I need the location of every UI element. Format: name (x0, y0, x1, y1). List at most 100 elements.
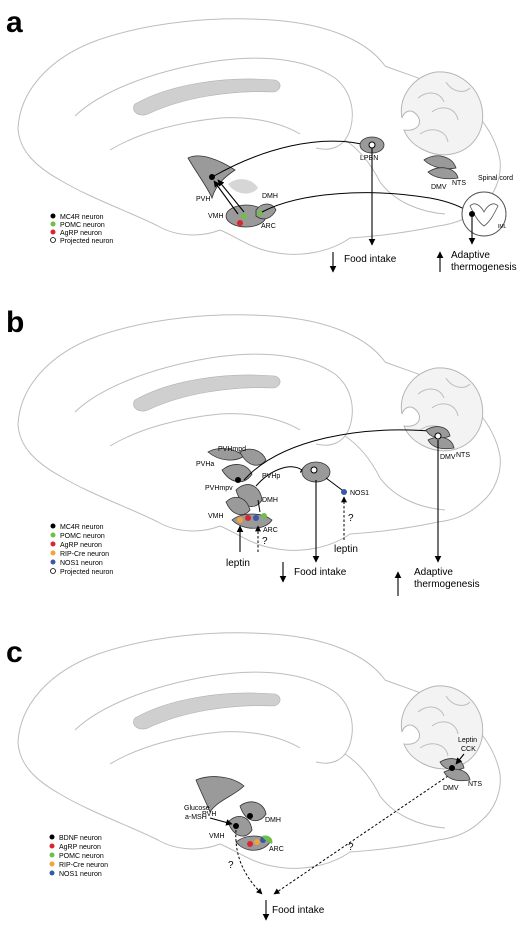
adaptive-label: Adaptive (414, 567, 453, 578)
thermogenesis-label: thermogenesis (414, 579, 480, 590)
agrp-neuron (247, 841, 253, 847)
panel-a-label: a (6, 6, 23, 39)
question-mark: ? (228, 860, 234, 871)
svg-text:BDNF neuron: BDNF neuron (59, 835, 102, 842)
mc4r-neuron (235, 477, 241, 483)
panel-c: c PVH DMH VMH ARC Glucose a-MSH ? ? DMV (6, 632, 501, 921)
vmh-nucleus (225, 496, 251, 516)
arc-label: ARC (261, 223, 276, 230)
svg-text:NOS1 neuron: NOS1 neuron (60, 560, 103, 567)
vmh-label: VMH (208, 213, 224, 220)
question-mark: ? (348, 842, 354, 853)
pvh-nucleus (195, 776, 245, 813)
legend-c: BDNF neuron AgRP neuron POMC neuron RIP-… (49, 834, 108, 878)
pomc-neuron (241, 213, 247, 219)
nts-nucleus (427, 167, 459, 180)
svg-text:Projected neuron: Projected neuron (60, 569, 113, 576)
dmv-nucleus (425, 426, 451, 439)
svg-text:POMC neuron: POMC neuron (60, 222, 105, 229)
svg-text:RIP-Cre neuron: RIP-Cre neuron (60, 551, 109, 558)
bdnf-neuron (247, 813, 253, 819)
food-intake-label: Food intake (344, 254, 397, 265)
glucose-label: Glucose (184, 805, 210, 812)
spinal-cord-label: Spinal cord (478, 175, 513, 182)
pvhmpv-nucleus (221, 464, 253, 483)
svg-text:RIP-Cre neuron: RIP-Cre neuron (59, 862, 108, 869)
svg-text:AgRP neuron: AgRP neuron (60, 230, 102, 237)
projected-neuron (368, 141, 376, 149)
svg-text:AgRP neuron: AgRP neuron (60, 542, 102, 549)
dmh-label: DMH (262, 193, 278, 200)
leptin-hind-label: leptin (334, 544, 358, 555)
bdnf-neuron (449, 765, 455, 771)
bdnf-neuron (233, 823, 239, 829)
nos1-neuron (253, 515, 259, 521)
panel-b-label: b (6, 306, 24, 339)
food-intake-label: Food intake (294, 567, 347, 578)
amsh-label: a-MSH (185, 814, 207, 821)
panel-b: b PVHa PVHmpd PVHp PVHmpv DMH VMH ARC (6, 306, 501, 596)
svg-text:MC4R neuron: MC4R neuron (60, 524, 104, 531)
svg-text:Projected neuron: Projected neuron (60, 238, 113, 245)
mc4r-neuron (209, 174, 215, 180)
svg-text:NOS1 neuron: NOS1 neuron (59, 871, 102, 878)
svg-text:AgRP neuron: AgRP neuron (59, 844, 101, 851)
panel-a: a PVH DMH VMH ARC LPBN DMV NTS (6, 6, 517, 273)
pvhp-label: PVHp (262, 473, 280, 480)
ripcre-neuron (237, 517, 243, 523)
pvhmpd-label: PVHmpd (218, 446, 246, 453)
nos1-label: NOS1 (350, 490, 369, 497)
dmh-nucleus (228, 179, 258, 194)
dmh-label: DMH (262, 497, 278, 504)
arc-label: ARC (263, 527, 278, 534)
spinal-cord (461, 191, 507, 237)
legend-b: MC4R neuron POMC neuron AgRP neuron RIP-… (50, 523, 113, 576)
pvhp-nucleus (239, 448, 267, 466)
dmv-label: DMV (443, 785, 459, 792)
panel-c-label: c (6, 636, 23, 669)
nts-label: NTS (452, 180, 466, 187)
projected-neuron (434, 432, 442, 440)
pvh-label: PVH (202, 811, 216, 818)
pomc-neuron (261, 513, 267, 519)
dmv-label: DMV (431, 184, 447, 191)
iml-label: IML (498, 224, 507, 230)
pvhmpv-label: PVHmpv (205, 485, 233, 492)
dmh-nucleus (239, 801, 267, 822)
question-mark: ? (348, 513, 354, 524)
leptin-arc-label: leptin (226, 558, 250, 569)
cck-label: CCK (461, 746, 476, 753)
dmv-label: DMV (440, 454, 456, 461)
projected-neuron (310, 466, 318, 474)
dmh-label: DMH (265, 817, 281, 824)
pvh-label: PVH (196, 196, 210, 203)
svg-text:POMC neuron: POMC neuron (59, 853, 104, 860)
mc4r-neuron (469, 211, 475, 217)
lpbn-label: LPBN (360, 155, 378, 162)
adaptive-label: Adaptive (451, 250, 490, 261)
question-mark: ? (262, 536, 268, 547)
pvha-label: PVHa (196, 461, 214, 468)
nos1-neuron (341, 489, 347, 495)
pomc-neuron (257, 210, 263, 216)
nts-nucleus (443, 768, 471, 782)
agrp-neuron (245, 515, 251, 521)
nts-label: NTS (468, 781, 482, 788)
leptin-label: Leptin (458, 737, 477, 744)
pomc-region (262, 835, 273, 844)
nts-label: NTS (456, 452, 470, 459)
vmh-label: VMH (209, 833, 225, 840)
thermogenesis-label: thermogenesis (451, 262, 517, 273)
svg-text:MC4R neuron: MC4R neuron (60, 214, 104, 221)
svg-text:POMC neuron: POMC neuron (60, 533, 105, 540)
food-intake-label: Food intake (272, 905, 325, 916)
vmh-nucleus (227, 816, 253, 837)
arc-label: ARC (269, 846, 284, 853)
brain-outline (17, 632, 501, 869)
dmv-nucleus (423, 155, 457, 170)
legend-a: MC4R neuron POMC neuron AgRP neuron Proj… (50, 213, 113, 245)
agrp-neuron (237, 220, 243, 226)
vmh-label: VMH (208, 513, 224, 520)
ripcre-neuron (254, 839, 260, 845)
